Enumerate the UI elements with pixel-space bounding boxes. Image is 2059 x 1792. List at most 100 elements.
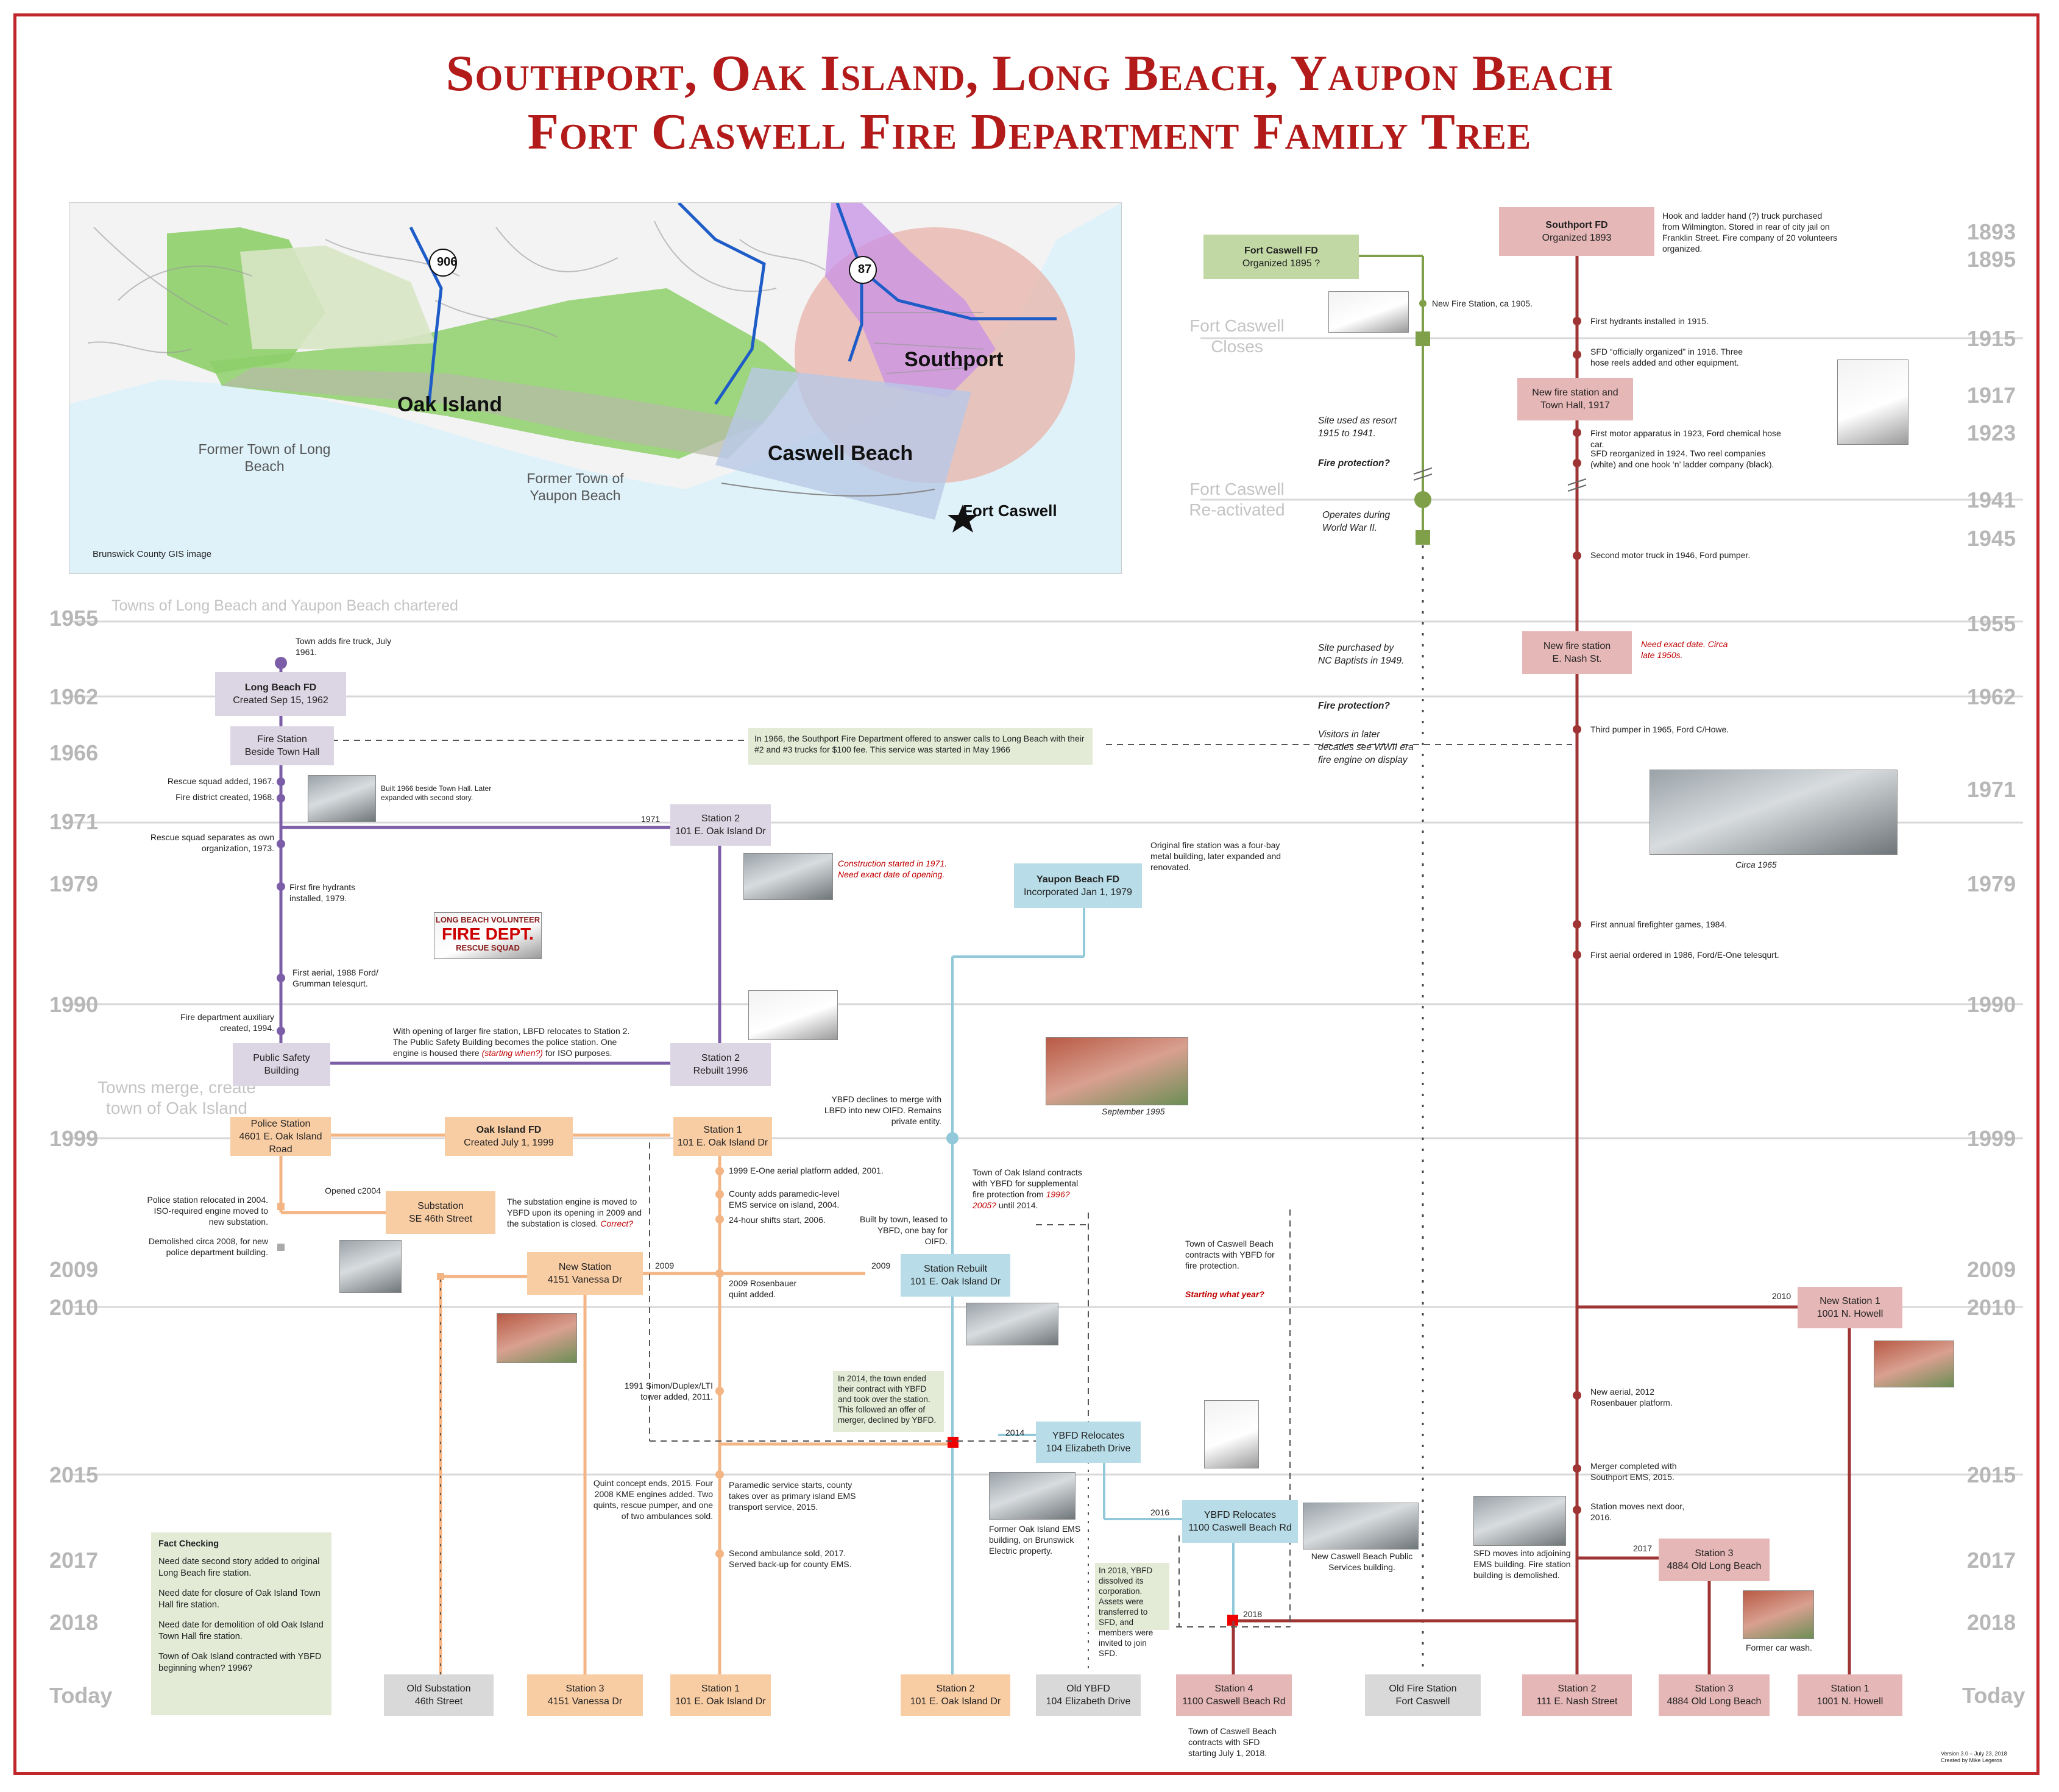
note-label-1971: 1971: [641, 814, 661, 824]
year-left-2009: 2009: [49, 1257, 99, 1282]
note-label-2016: 2016: [1150, 1507, 1170, 1517]
note-sfd1916: SFD “officially organized” in 1916. Thre…: [1590, 347, 1743, 367]
fact-check-item: Town of Oak Island contracted with YBFD …: [158, 1652, 322, 1673]
map-label-southport: Southport: [904, 348, 1004, 371]
map-label-former-long-beach: Former Town of Long Beach: [198, 441, 331, 474]
sign-line-3: RESCUE SQUAD: [456, 943, 520, 952]
photo-sfd-ems: [1473, 1496, 1566, 1546]
note-ybfd-declines: YBFD declines to merge with LBFD into ne…: [824, 1094, 941, 1126]
note-paramedic2015: Paramedic service starts, county takes o…: [729, 1480, 856, 1512]
year-right-1923: 1923: [1967, 420, 2016, 445]
fact-check-item: Need date second story added to original…: [158, 1557, 320, 1578]
note-aerial88: First aerial, 1988 Ford/ Grumman telesqu…: [292, 968, 378, 988]
note-merger2015: Merger completed with Southport EMS, 201…: [1590, 1461, 1677, 1482]
note-aerial2012: New aerial, 2012 Rosenbauer platform.: [1590, 1387, 1673, 1408]
year-left-1966: 1966: [49, 740, 99, 765]
year-left-2010: 2010: [49, 1295, 99, 1320]
note-label-2014: 2014: [1005, 1428, 1025, 1437]
map-graphic: [69, 203, 1121, 573]
note-wwii: Operates during World War II.: [1322, 510, 1391, 533]
fact-check-item: Need date for closure of Oak Island Town…: [158, 1588, 321, 1610]
fact-checking-panel: Fact Checking Need date second story add…: [151, 1532, 331, 1715]
note-demolished: Demolished circa 2008, for new police de…: [148, 1236, 268, 1257]
poster-frame: [13, 13, 2040, 1775]
year-right-2009: 2009: [1967, 1257, 2016, 1282]
era-fc-closes: Fort Caswell Closes: [1189, 316, 1285, 356]
year-right-1955: 1955: [1967, 611, 2016, 636]
year-right-1979: 1979: [1967, 871, 2016, 896]
year-right-1971: 1971: [1967, 777, 2016, 802]
note-contracts: Town of Oak Island contracts with YBFD f…: [973, 1167, 1082, 1210]
note-rosenbauer2009: 2009 Rosenbauer quint added.: [729, 1278, 797, 1299]
note-label-2017: 2017: [1633, 1543, 1653, 1553]
year-right-2017: 2017: [1967, 1548, 2016, 1573]
note-e1-2001: 1999 E-One aerial platform added, 2001.: [729, 1166, 884, 1175]
note-label-2009b: 2009: [871, 1261, 891, 1270]
photo-caswell-logo: [1204, 1400, 1259, 1468]
map-label-former-yaupon: Former Town of Yaupon Beach: [526, 470, 624, 503]
note-sfd-offer: In 1966, the Southport Fire Department o…: [748, 728, 1093, 765]
year-right-1915: 1915: [1967, 326, 2016, 351]
note-district68: Fire district created, 1968.: [175, 792, 274, 802]
note-circa1965: Circa 1965: [1735, 860, 1777, 869]
year-left-1955: 1955: [49, 606, 99, 631]
note-new-cb-psb: New Caswell Beach Public Services buildi…: [1311, 1551, 1413, 1572]
year-right-1962: 1962: [1967, 684, 2016, 709]
note-rescue73: Rescue squad separates as own organizati…: [150, 832, 274, 853]
note-label-2009a: 2009: [655, 1261, 675, 1270]
note-tower2011: 1991 Simon/Duplex/LTI tower added, 2011.: [624, 1381, 713, 1401]
note-quint2015: Quint concept ends, 2015. Four 2008 KME …: [593, 1478, 713, 1521]
note-games1984: First annual firefighter games, 1984.: [1590, 919, 1728, 929]
note-lbfd-relocates: With opening of larger fire station, LBF…: [393, 1026, 630, 1058]
title-line-2: Fort Caswell Fire Department Family Tree: [527, 104, 1532, 160]
note-sub-moved: The substation engine is moved to YBFD u…: [507, 1197, 642, 1228]
year-right-1941: 1941: [1967, 487, 2016, 512]
note-sept1995: September 1995: [1102, 1107, 1165, 1116]
note-dissolved2018: In 2018, YBFD dissolved its corporation.…: [1095, 1563, 1169, 1658]
year-left-1962: 1962: [49, 684, 99, 709]
year-left-1971: 1971: [49, 809, 99, 834]
note-baptists: Site purchased by NC Baptists in 1949.: [1318, 643, 1405, 666]
year-right-1945: 1945: [1967, 526, 2016, 551]
photo-caswell-psb: [1303, 1503, 1419, 1549]
year-left-2018: 2018: [49, 1610, 99, 1635]
era-chartered: Towns of Long Beach and Yaupon Beach cha…: [112, 597, 458, 614]
photo-fc-station: [1328, 291, 1409, 333]
note-hook-ladder: Hook and ladder hand (?) truck purchased…: [1662, 211, 1838, 253]
year-left-today: Today: [49, 1683, 113, 1708]
fact-check-item: Need date for demolition of old Oak Isla…: [158, 1620, 324, 1641]
year-left-2015: 2015: [49, 1462, 99, 1487]
year-right-1917: 1917: [1967, 383, 2016, 408]
map-credit: Brunswick County GIS image: [93, 549, 212, 559]
note-police-reloc: Police station relocated in 2004. ISO-re…: [147, 1195, 268, 1227]
map-label-fort-caswell: Fort Caswell: [963, 501, 1057, 520]
note-label-2010: 2010: [1772, 1291, 1791, 1301]
note-opened2004: Opened c2004: [325, 1186, 381, 1195]
note-pumper1965: Third pumper in 1965, Ford C/Howe.: [1590, 724, 1729, 734]
note-visitors: Visitors in later decades see WWII era f…: [1318, 729, 1414, 765]
note-need-date: Need exact date. Circa late 1950s.: [1641, 639, 1728, 660]
note-carwash: Former car wash.: [1746, 1643, 1812, 1652]
note-rescue67: Rescue squad added, 1967.: [167, 776, 274, 786]
photo-lb-fire-station: [308, 775, 376, 822]
